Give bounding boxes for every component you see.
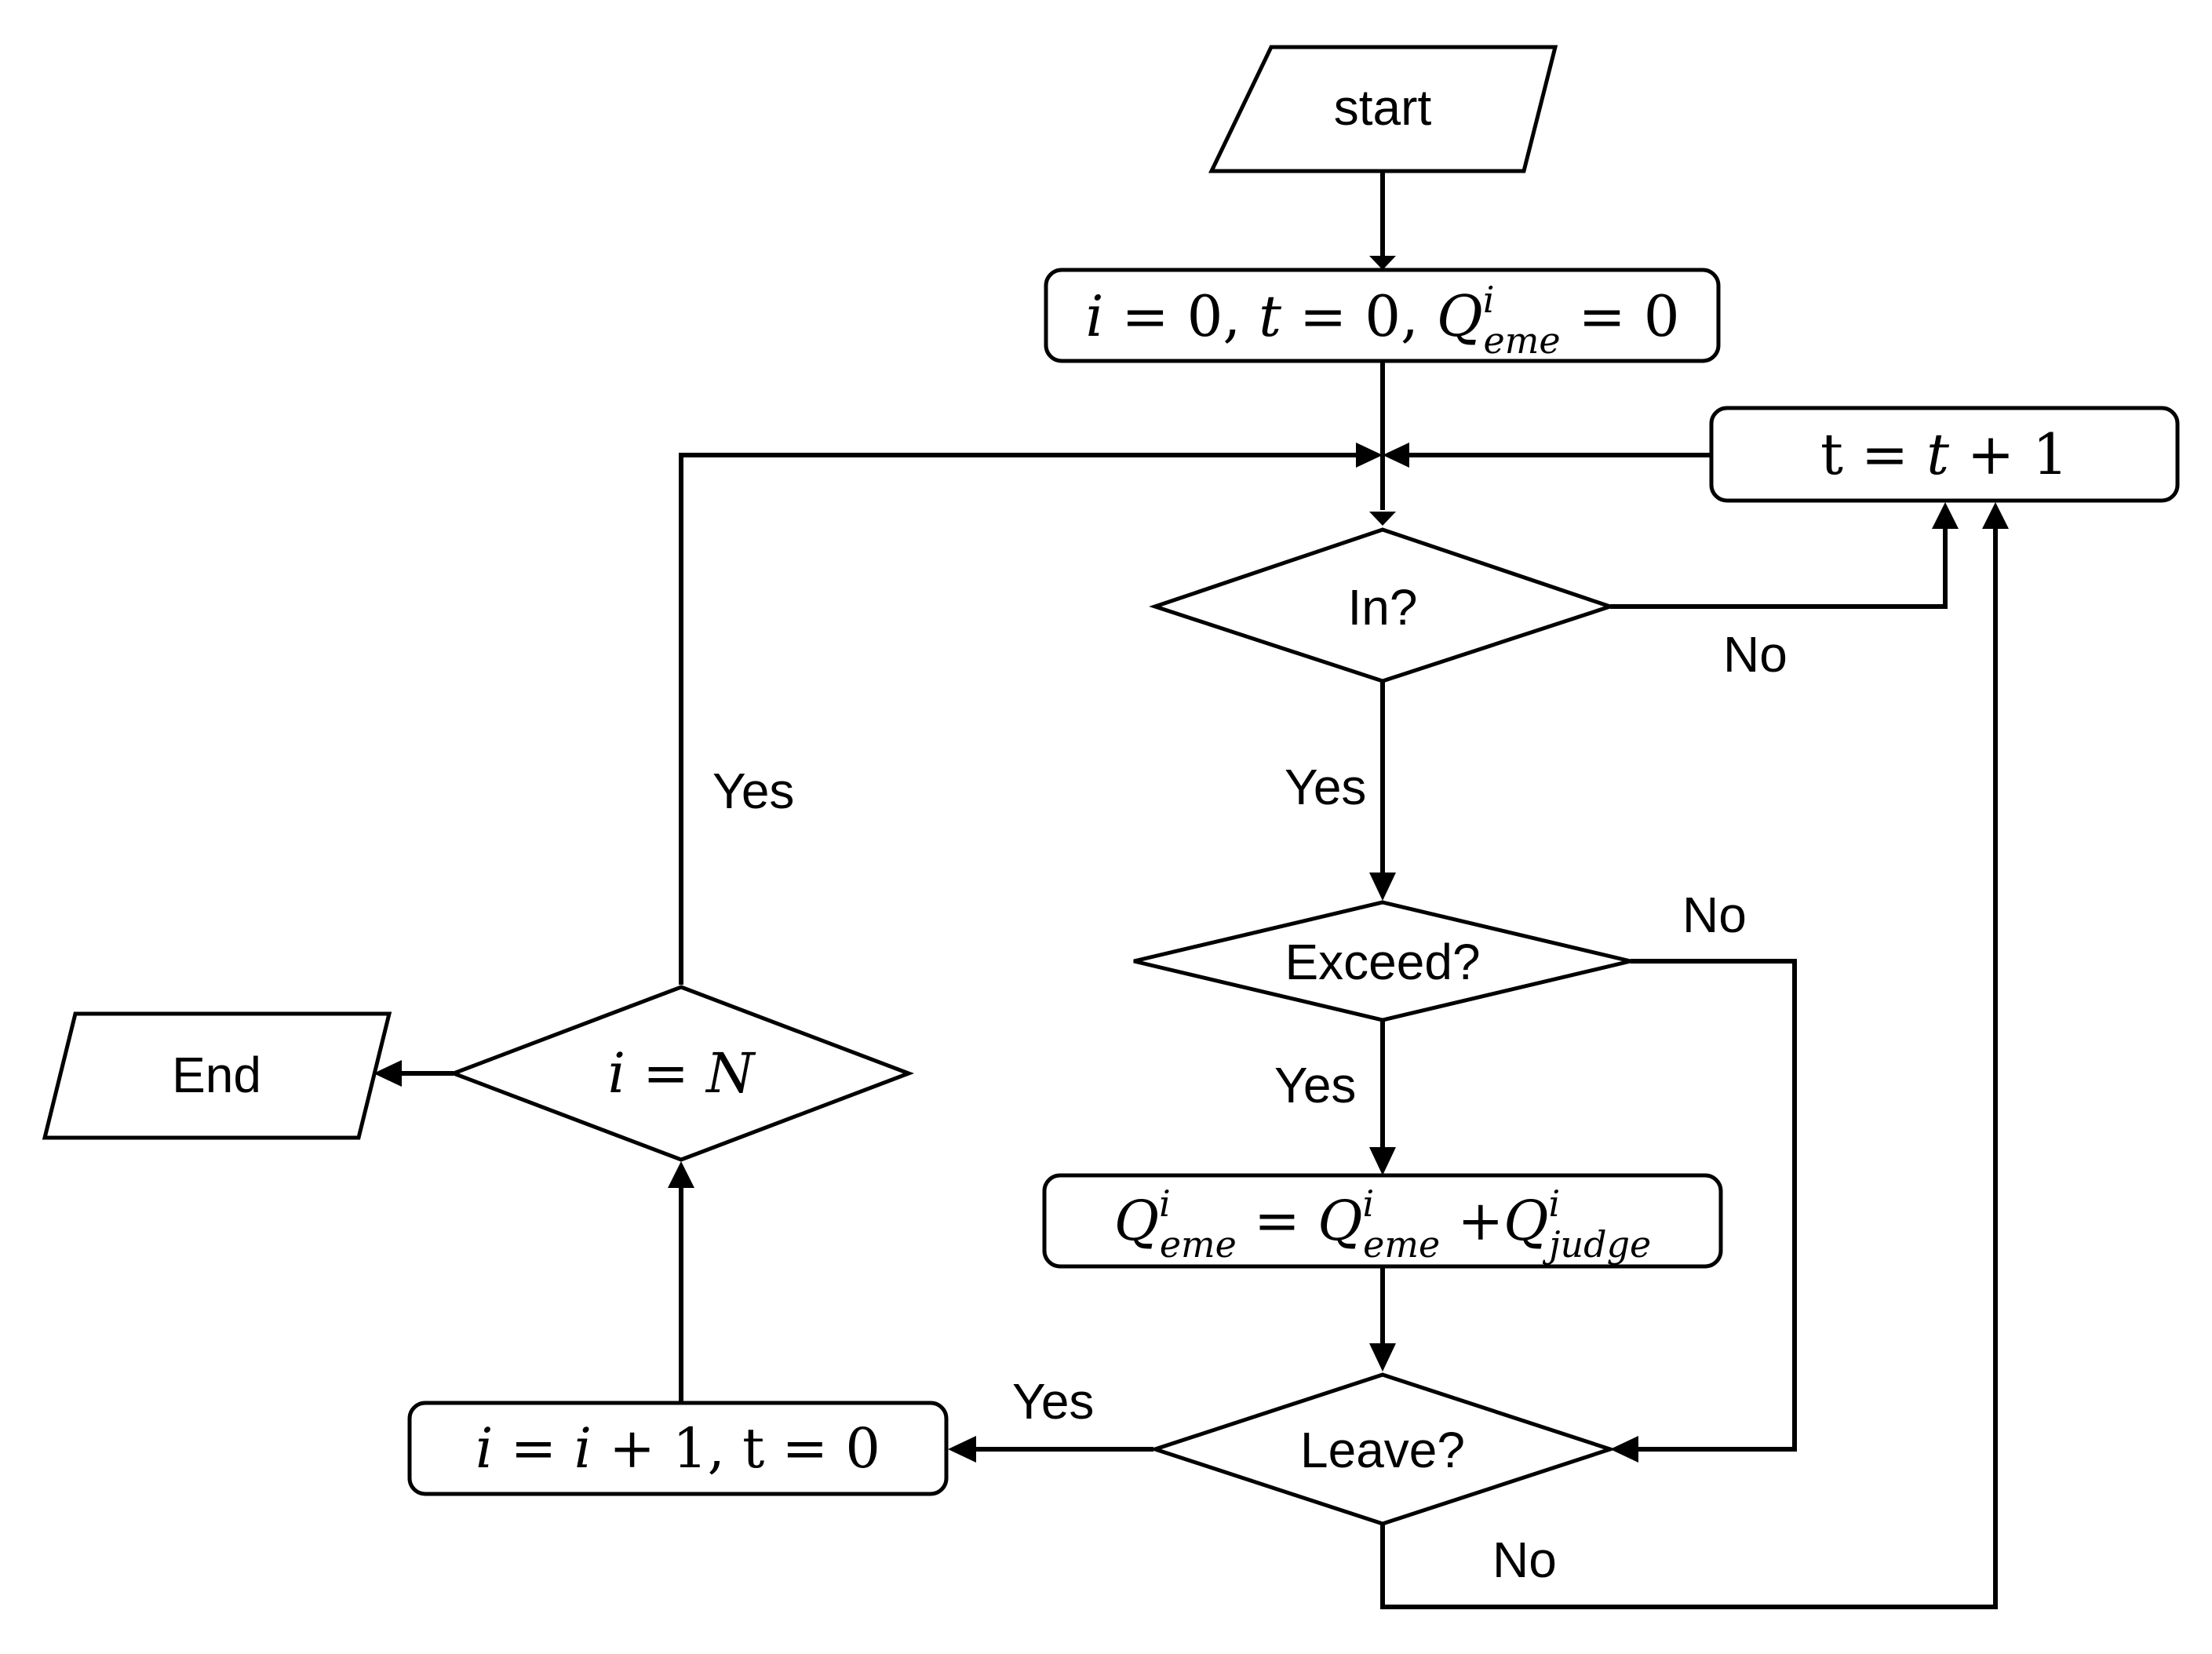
increment-i-var-2: i: [574, 1416, 592, 1481]
increment-t-node: t = t + 1: [1709, 406, 2180, 503]
edge-label-leave-yes: Yes: [1012, 1373, 1094, 1430]
init-eq2: = 0,: [1281, 283, 1437, 349]
arrowhead-merge-left: [1356, 443, 1383, 468]
increment-t-label: t = t + 1: [1820, 421, 2068, 487]
end-node: End: [42, 1011, 392, 1140]
edge-decision-n-yes-loop: [679, 453, 1359, 985]
start-node: start: [1208, 45, 1558, 173]
accumulate-q2: Q: [1317, 1189, 1362, 1253]
edge-label-in-no: No: [1723, 626, 1787, 683]
increment-i-node: i = i + 1, t = 0: [407, 1401, 949, 1496]
accumulate-q3-sub: judge: [1542, 1223, 1651, 1266]
increment-i-rest: + 1, t = 0: [592, 1416, 880, 1481]
start-label: start: [1334, 79, 1432, 136]
increment-t-var-2: t: [1926, 421, 1950, 487]
edge-label-exceed-no: No: [1682, 887, 1747, 943]
arrowhead-increment-t-in: [1932, 502, 1959, 529]
increment-i-eq: =: [493, 1416, 574, 1481]
increment-i-var-1: i: [476, 1416, 493, 1481]
accumulate-q2-sub: eme: [1363, 1223, 1440, 1266]
arrowhead-in: [1369, 512, 1396, 526]
init-var-q-sub: eme: [1484, 319, 1561, 362]
arrowhead-init: [1369, 256, 1396, 270]
arrowhead-accumulate: [1369, 1147, 1396, 1175]
init-eq3: = 0: [1561, 283, 1680, 349]
increment-t-plus: + 1: [1949, 421, 2068, 487]
decision-n-var-n: N: [705, 1041, 756, 1106]
decision-n-var-i: i: [608, 1041, 625, 1106]
edge-exceed-no-to-leave: [1631, 959, 1797, 1452]
init-var-q: Q: [1437, 283, 1483, 349]
arrowhead-increment-i: [948, 1436, 976, 1463]
accumulate-q1-sup: i: [1159, 1182, 1171, 1225]
decision-n: i = N: [447, 985, 915, 1162]
decision-n-eq: =: [625, 1041, 706, 1106]
accumulate-eq: =: [1237, 1189, 1317, 1253]
increment-i-label: i = i + 1, t = 0: [476, 1416, 880, 1481]
edge-label-n-yes: Yes: [712, 763, 794, 819]
decision-exceed-label: Exceed?: [1285, 934, 1480, 990]
decision-leave: Leave?: [1148, 1372, 1617, 1526]
decision-n-label: i = N: [608, 1041, 757, 1106]
init-var-q-sup: i: [1483, 279, 1495, 321]
arrowhead-exceed: [1369, 873, 1396, 901]
edge-label-leave-no: No: [1492, 1532, 1557, 1588]
init-var-t: t: [1259, 283, 1282, 349]
accumulate-q1-sub: eme: [1160, 1223, 1237, 1266]
edge-label-exceed-yes: Yes: [1274, 1057, 1356, 1113]
edge-in-no-to-increment-t: [1610, 526, 1948, 609]
decision-in: In?: [1149, 527, 1616, 683]
arrowhead-merge-right: [1383, 443, 1409, 468]
accumulate-q2-sup: i: [1362, 1182, 1374, 1225]
decision-exceed: Exceed?: [1133, 900, 1631, 1022]
edge-leave-no-to-increment-t: [1380, 526, 1998, 1609]
accumulate-q3-sup: i: [1549, 1182, 1561, 1225]
init-var-i: i: [1085, 283, 1103, 349]
decision-leave-label: Leave?: [1300, 1422, 1465, 1478]
accumulate-q1: Q: [1114, 1189, 1159, 1253]
increment-t-eq: =: [1843, 421, 1926, 487]
arrowhead-decision-n: [668, 1161, 694, 1188]
arrowhead-leave-from-exceed: [1610, 1436, 1638, 1463]
arrowhead-increment-t-leave: [1982, 502, 2009, 529]
end-label: End: [172, 1047, 261, 1103]
accumulate-q3: Q: [1503, 1189, 1548, 1253]
arrowhead-end: [374, 1060, 402, 1087]
arrowhead-leave: [1369, 1343, 1396, 1372]
accumulate-plus: +: [1440, 1189, 1503, 1253]
decision-in-label: In?: [1348, 579, 1418, 636]
edge-label-in-yes: Yes: [1285, 759, 1366, 815]
increment-t-var-1: t: [1820, 421, 1843, 487]
init-eq1: = 0,: [1103, 283, 1259, 349]
